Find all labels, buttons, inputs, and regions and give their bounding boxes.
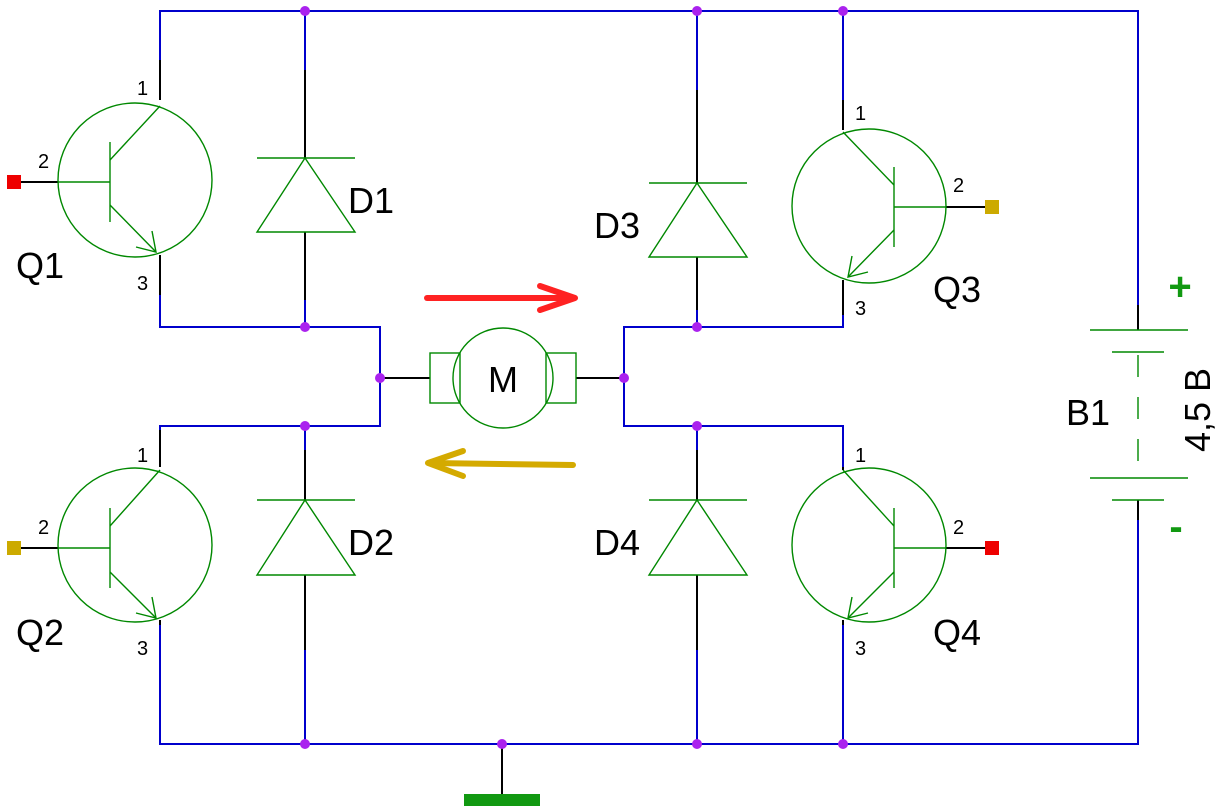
d3-label: D3 bbox=[594, 205, 640, 246]
junction-node bbox=[300, 322, 310, 332]
q2-pin-collector: 1 bbox=[137, 445, 148, 467]
junction-node bbox=[692, 6, 702, 16]
battery-b1: + - B1 4,5 В bbox=[1066, 265, 1218, 549]
q2-collector-line bbox=[109, 469, 161, 527]
q3-pin-collector: 1 bbox=[855, 103, 866, 125]
motor-body bbox=[452, 327, 554, 429]
q4-base-input[interactable] bbox=[985, 541, 999, 555]
battery-minus-sign: - bbox=[1169, 505, 1182, 549]
q3-body bbox=[791, 128, 947, 284]
reverse-arrow-head bbox=[425, 448, 466, 479]
q3-emitter-line bbox=[847, 229, 895, 278]
d1-triangle bbox=[255, 156, 357, 233]
junction-node bbox=[838, 6, 848, 16]
left-lower-wire bbox=[159, 378, 381, 467]
junction-node bbox=[838, 739, 848, 749]
q2-pin-base: 2 bbox=[38, 517, 49, 539]
d1-label: D1 bbox=[348, 180, 394, 221]
d3-triangle bbox=[647, 181, 749, 258]
junction-node bbox=[692, 421, 702, 431]
junction-node bbox=[692, 739, 702, 749]
q3-pin-emitter: 3 bbox=[855, 298, 866, 320]
q2-emitter-arrow bbox=[135, 596, 157, 619]
q3-emitter-arrow bbox=[847, 255, 869, 278]
battery-plus-sign: + bbox=[1168, 265, 1191, 309]
right-upper-wire bbox=[623, 315, 844, 378]
right-lower-wire bbox=[623, 378, 844, 467]
q4-pin-collector: 1 bbox=[855, 445, 866, 467]
transistor-q1: 1 2 3 Q1 bbox=[7, 60, 213, 295]
q2-pin-emitter: 3 bbox=[137, 638, 148, 660]
diode-d3: D3 bbox=[594, 90, 749, 310]
q4-emitter-arrow bbox=[847, 596, 869, 619]
q1-collector-line bbox=[109, 105, 161, 161]
q1-body bbox=[57, 102, 213, 258]
q1-emitter-arrow bbox=[135, 230, 157, 253]
motor: M bbox=[380, 327, 624, 429]
junction-node bbox=[497, 739, 507, 749]
q1-label: Q1 bbox=[16, 245, 64, 286]
q4-collector-line bbox=[842, 469, 895, 527]
motor-right-brush bbox=[545, 352, 577, 404]
d2-label: D2 bbox=[348, 522, 394, 563]
junction-node bbox=[692, 322, 702, 332]
junction-node bbox=[300, 739, 310, 749]
reverse-arrow-shaft bbox=[427, 460, 576, 468]
q4-pin-emitter: 3 bbox=[855, 638, 866, 660]
junction-nodes bbox=[300, 6, 848, 749]
battery-label: B1 bbox=[1066, 392, 1110, 433]
junction-node bbox=[375, 373, 385, 383]
junction-node bbox=[300, 421, 310, 431]
d4-label: D4 bbox=[594, 522, 640, 563]
diode-d1: D1 bbox=[255, 70, 394, 300]
q4-body bbox=[791, 467, 947, 623]
q1-pin-collector: 1 bbox=[137, 78, 148, 100]
q1-emitter-line bbox=[109, 204, 157, 253]
q2-label: Q2 bbox=[16, 612, 64, 653]
battery-voltage: 4,5 В bbox=[1177, 368, 1218, 452]
ground-symbol bbox=[464, 794, 540, 806]
current-arrow-forward bbox=[424, 283, 578, 313]
bottom-rail bbox=[159, 520, 1139, 745]
q4-pin-base: 2 bbox=[953, 517, 964, 539]
motor-label: M bbox=[488, 359, 518, 400]
q2-body bbox=[57, 467, 213, 623]
q3-base-input[interactable] bbox=[985, 200, 999, 214]
left-upper-wire bbox=[159, 295, 381, 378]
transistor-q4: 1 2 3 Q4 bbox=[791, 445, 999, 660]
q3-pin-base: 2 bbox=[953, 175, 964, 197]
transistor-q3: 1 2 3 Q3 bbox=[791, 100, 999, 320]
q1-base-input[interactable] bbox=[7, 175, 21, 189]
q3-label: Q3 bbox=[933, 269, 981, 310]
q3-collector-line bbox=[842, 131, 895, 186]
d2-triangle bbox=[255, 498, 357, 576]
q2-emitter-line bbox=[109, 571, 157, 619]
transistor-q2: 1 2 3 Q2 bbox=[7, 430, 213, 660]
q1-pin-base: 2 bbox=[38, 151, 49, 173]
current-arrow-reverse bbox=[425, 448, 576, 479]
diode-d2: D2 bbox=[255, 450, 394, 650]
motor-left-brush bbox=[429, 352, 461, 404]
forward-arrow-head bbox=[537, 283, 578, 313]
q4-emitter-line bbox=[847, 571, 895, 619]
q1-pin-emitter: 3 bbox=[137, 273, 148, 295]
d4-triangle bbox=[647, 498, 749, 576]
junction-node bbox=[619, 373, 629, 383]
wiring bbox=[159, 10, 1139, 795]
top-rail bbox=[159, 10, 1139, 305]
diode-d4: D4 bbox=[594, 450, 749, 650]
q4-label: Q4 bbox=[933, 612, 981, 653]
junction-node bbox=[300, 6, 310, 16]
q2-base-input[interactable] bbox=[7, 541, 21, 555]
